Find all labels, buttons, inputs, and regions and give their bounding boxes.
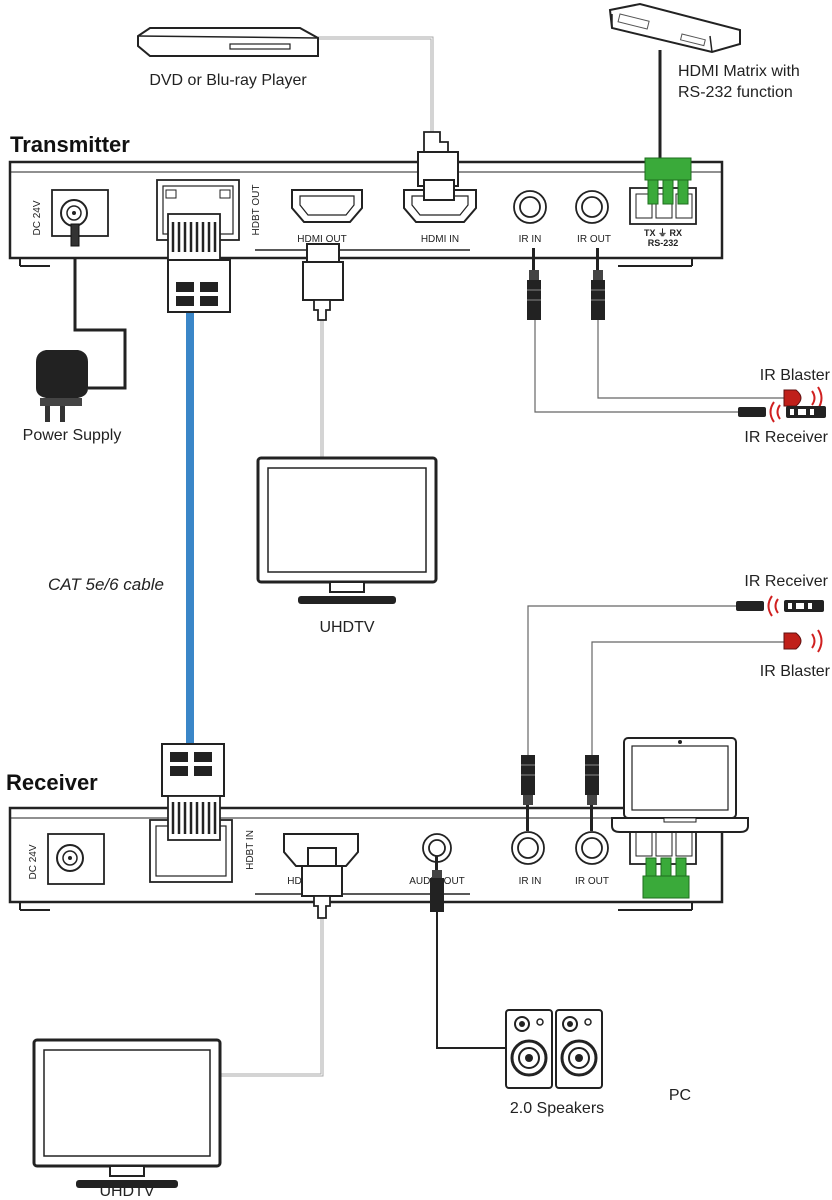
dvd-label: DVD or Blu-ray Player (149, 72, 307, 89)
power-label: Power Supply (23, 427, 122, 444)
rx-ir-out-port (575, 831, 609, 865)
dvd-player (137, 27, 319, 57)
ir-blaster-top-label: IR Blaster (760, 367, 831, 384)
ir-blaster-bottom-label: IR Blaster (760, 663, 831, 680)
tx-rj45-plug (167, 213, 231, 313)
uhdtv-bottom-label: UHDTV (99, 1183, 154, 1200)
matrix-label-1: HDMI Matrix with (678, 63, 800, 80)
audio-cable (436, 912, 508, 1049)
tx-hdmi-out-port (291, 189, 363, 223)
uhdtv-top (256, 456, 438, 604)
matrix-label-2: RS-232 function (678, 84, 793, 101)
pc-laptop (611, 737, 749, 833)
rx-dc-port (47, 833, 105, 885)
ir-blaster-bottom-cable (591, 641, 784, 755)
power-supply (36, 350, 88, 422)
rx-dc-label: DC 24V (28, 844, 39, 879)
ir-blaster-top (783, 386, 823, 410)
ir-receiver-bottom-label: IR Receiver (744, 573, 828, 590)
transmitter-title: Transmitter (10, 132, 130, 157)
tx-hdmi-out-plug (302, 243, 344, 321)
ir-receiver-top-label: IR Receiver (744, 429, 828, 446)
power-cable (73, 240, 127, 390)
hdmi-matrix (608, 2, 741, 54)
rx-hdmi-out-plug (301, 847, 343, 919)
tx-hdmi-in-label: HDMI IN (421, 234, 459, 245)
rx-audio-out-port (422, 833, 452, 863)
tx-dc-label: DC 24V (32, 200, 43, 235)
rx-hdbt-label: HDBT IN (245, 830, 256, 870)
uhdtv-bottom (32, 1038, 222, 1188)
uhdtv-top-label: UHDTV (319, 619, 374, 636)
ir-receiver-top-cable (534, 320, 738, 413)
rx-ir-out-plug (585, 755, 599, 831)
ir-blaster-top-cable (597, 320, 784, 399)
tx-rs232-pins: TX ⏚ RX (644, 228, 682, 238)
rx-rj45-plug (161, 743, 225, 841)
dvd-hdmi-cable (318, 36, 434, 132)
pc-label: PC (669, 1087, 691, 1104)
transmitter-unit (8, 160, 724, 267)
tx-rs232-label: RS-232 (648, 238, 679, 248)
rx-ir-in-plug (521, 755, 535, 831)
tx-hdmi-out-label: HDMI OUT (297, 234, 346, 245)
ir-receiver-top (738, 401, 826, 423)
tx-ir-in-label: IR IN (519, 234, 542, 245)
receiver-title: Receiver (6, 770, 98, 795)
speakers (505, 1009, 603, 1089)
tx-ir-out-port (575, 190, 609, 224)
tx-dc-port (51, 189, 109, 237)
tx-ir-out-label: IR OUT (577, 234, 611, 245)
cable-label: CAT 5e/6 cable (48, 575, 164, 594)
cat-cable (186, 312, 194, 744)
tx-green-terminal (644, 157, 692, 205)
rx-ir-out-label: IR OUT (575, 876, 609, 887)
tx-hdbt-label: HDBT OUT (251, 185, 262, 236)
ir-blaster-bottom (783, 629, 823, 653)
tx-hdmi-in-plug (417, 131, 459, 201)
tx-power-plug (70, 223, 80, 247)
speakers-label: 2.0 Speakers (510, 1100, 604, 1117)
ir-receiver-bottom-cable (527, 605, 736, 755)
rx-audio-plug (430, 856, 444, 912)
tx-ir-out-plug (591, 248, 605, 320)
tx-ir-in-plug (527, 248, 541, 320)
rx-green-terminal (642, 857, 690, 899)
rx-ir-in-label: IR IN (519, 876, 542, 887)
ir-receiver-bottom (736, 595, 824, 617)
tx-ir-in-port (513, 190, 547, 224)
rx-ir-in-port (511, 831, 545, 865)
